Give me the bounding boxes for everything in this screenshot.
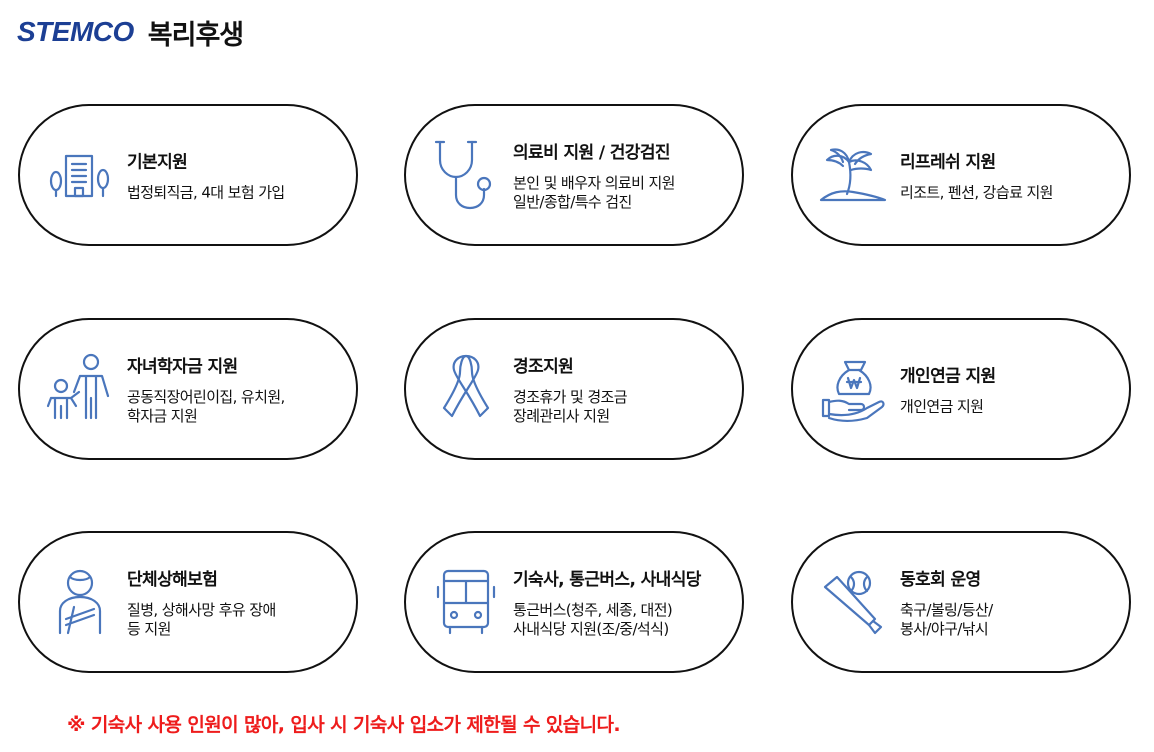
- parent-child-icon: [46, 353, 110, 420]
- benefit-card-condolence: 경조지원 경조휴가 및 경조금 장례관리사 지원: [404, 318, 744, 460]
- benefit-card-refresh: 리프레쉬 지원 리조트, 펜션, 강습료 지원: [791, 104, 1131, 246]
- bus-icon: [436, 569, 496, 635]
- money-bag-hand-icon: [821, 360, 885, 423]
- header: STEMCO 복리후생: [17, 14, 244, 51]
- card-title: 개인연금 지원: [900, 366, 996, 387]
- benefit-card-medical: 의료비 지원 / 건강검진 본인 및 배우자 의료비 지원 일반/종합/특수 검…: [404, 104, 744, 246]
- card-description: 법정퇴직금, 4대 보험 가입: [127, 183, 285, 202]
- benefit-card-basic: 기본지원 법정퇴직금, 4대 보험 가입: [18, 104, 358, 246]
- awareness-ribbon-icon: [442, 354, 490, 418]
- stethoscope-icon: [434, 140, 492, 210]
- brand-logo: STEMCO: [17, 16, 134, 47]
- card-title: 의료비 지원 / 건강검진: [513, 143, 671, 163]
- card-description: 개인연금 지원: [900, 397, 984, 416]
- baseball-bat-ball-icon: [823, 570, 883, 635]
- card-title: 리프레쉬 지원: [900, 152, 996, 173]
- card-description: 질병, 상해사망 후유 장애 등 지원: [127, 601, 276, 638]
- card-title: 기본지원: [127, 152, 188, 173]
- office-building-trees-icon: [49, 154, 110, 198]
- card-title: 기숙사, 통근버스, 사내식당: [513, 570, 701, 590]
- benefit-card-pension: 개인연금 지원 개인연금 지원: [791, 318, 1131, 460]
- card-title: 자녀학자금 지원: [127, 357, 238, 377]
- benefit-card-dorm-bus-cafeteria: 기숙사, 통근버스, 사내식당 통근버스(청주, 세종, 대전) 사내식당 지원…: [404, 531, 744, 673]
- card-description: 축구/볼링/등산/ 봉사/야구/낚시: [900, 601, 993, 638]
- card-description: 통근버스(청주, 세종, 대전) 사내식당 지원(조/중/석식): [513, 601, 673, 638]
- card-description: 경조휴가 및 경조금 장례관리사 지원: [513, 388, 628, 425]
- card-title: 단체상해보험: [127, 570, 218, 590]
- card-description: 공동직장어린이집, 유치원, 학자금 지원: [127, 388, 285, 425]
- benefit-card-club: 동호회 운영 축구/볼링/등산/ 봉사/야구/낚시: [791, 531, 1131, 673]
- dormitory-notice: ※ 기숙사 사용 인원이 많아, 입사 시 기숙사 입소가 제한될 수 있습니다…: [67, 714, 621, 736]
- injured-person-icon: [58, 569, 102, 635]
- card-description: 리조트, 펜션, 강습료 지원: [900, 183, 1053, 202]
- card-title: 동호회 운영: [900, 570, 981, 590]
- card-title: 경조지원: [513, 357, 574, 377]
- benefit-card-group-insurance: 단체상해보험 질병, 상해사망 후유 장애 등 지원: [18, 531, 358, 673]
- palm-island-icon: [819, 148, 887, 202]
- page-title: 복리후생: [147, 19, 244, 51]
- card-description: 본인 및 배우자 의료비 지원 일반/종합/특수 검진: [513, 174, 675, 211]
- benefit-card-child-education: 자녀학자금 지원 공동직장어린이집, 유치원, 학자금 지원: [18, 318, 358, 460]
